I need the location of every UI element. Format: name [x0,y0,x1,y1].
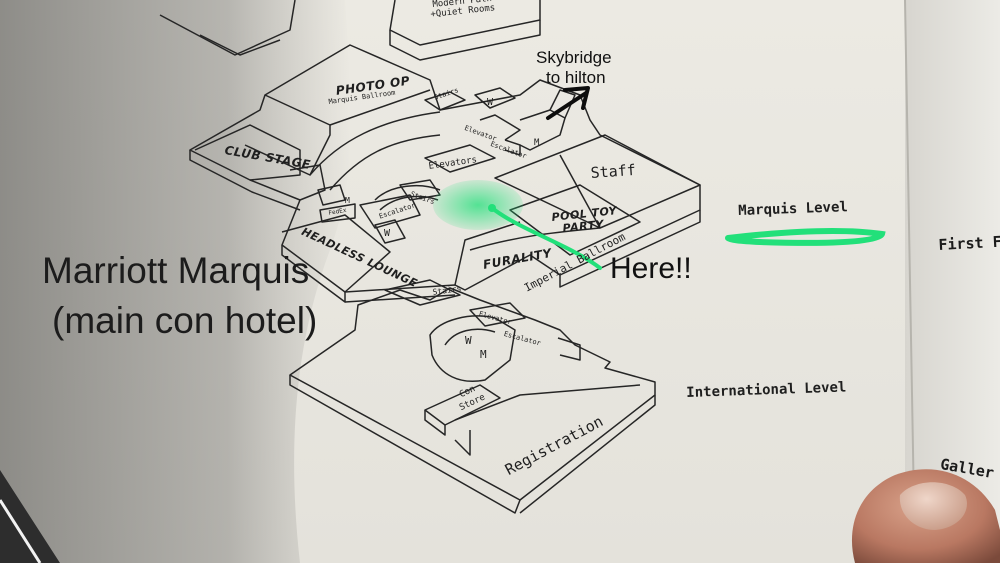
intl-w-label: W [465,334,472,347]
skybridge-label-line2: to hilton [546,68,606,87]
m-left-label: M [345,196,350,205]
hotel-title-line1: Marriott Marquis [42,250,310,291]
intl-m-label: M [480,348,487,361]
first-level-partial-label: First F [938,232,1000,254]
w-top-label: W [487,97,494,108]
fingernail [899,482,967,530]
here-pointer [490,206,602,270]
here-label: Here!! [610,252,692,285]
level-underline [725,228,886,246]
hotel-title-line2: (main con hotel) [52,300,318,341]
right-page [905,0,1000,563]
staff-label: Staff [590,160,637,182]
skybridge-label-line1: Skybridge [536,48,612,67]
page-fold [904,0,916,563]
corner-dark [0,470,60,563]
w-lower-label: W [384,228,391,239]
corner-stripe [0,499,42,563]
skybridge-arrow [546,86,590,120]
m-top-label: M [534,138,540,148]
floorplan-lines [159,0,701,514]
hand-shadow [0,0,351,563]
location-highlight [433,180,523,230]
